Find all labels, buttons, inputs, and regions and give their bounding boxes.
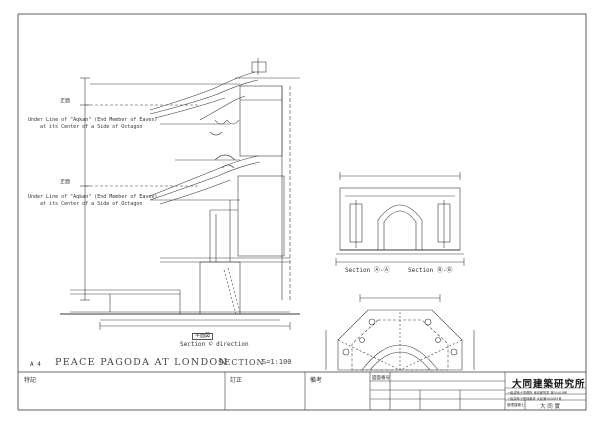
plan-tag: 平面図 bbox=[192, 333, 214, 340]
registration-line-1: 一級建築士事務所 東京都知事 第30418号 bbox=[507, 390, 567, 395]
section-bb-caption: Section Ⓑ-Ⓑ bbox=[408, 267, 453, 274]
section-main-caption: Section © direction bbox=[180, 341, 249, 348]
level-tag-lower: 正面 bbox=[60, 179, 71, 185]
sheet-size-label: A 4 bbox=[30, 361, 41, 368]
under-line-lower-text-1: Under Line of "Aqkan" (End Member of Eav… bbox=[28, 194, 158, 200]
drawing-no-label: 図面番号 bbox=[372, 376, 390, 381]
registration-line-2: 一級建築士登録番号 大臣第200087号 bbox=[507, 396, 562, 401]
plan-drawing bbox=[325, 294, 475, 371]
under-line-upper-text-1: Under Line of "Aqkan" (End Member of Eav… bbox=[28, 117, 158, 123]
drawing-title: PEACE PAGODA AT LONDON bbox=[55, 357, 229, 368]
section-aa-caption: Section Ⓐ-Ⓐ bbox=[345, 267, 390, 274]
level-tag-upper: 正面 bbox=[60, 98, 71, 104]
section-title: SECTION bbox=[218, 358, 265, 367]
firm-name: 大同建築研究所 bbox=[512, 379, 586, 390]
remarks-label: 特記 bbox=[24, 377, 37, 384]
revision-label: 訂正 bbox=[230, 377, 243, 384]
sheet-border bbox=[17, 13, 587, 411]
under-line-lower-text-2: at its Center of a Side of Octagon bbox=[40, 201, 143, 207]
under-line-upper-text-2: at its Center of a Side of Octagon bbox=[40, 124, 143, 130]
scale-label: S=1:100 bbox=[262, 358, 292, 366]
title-block-grid bbox=[18, 371, 586, 410]
manager-label: 管理建築士 bbox=[507, 403, 525, 407]
section-aa-drawing bbox=[335, 172, 465, 266]
pagoda-section-drawing bbox=[60, 58, 300, 330]
manager-name: 大 同 實 bbox=[540, 404, 560, 410]
notes-label: 備考 bbox=[310, 377, 323, 384]
